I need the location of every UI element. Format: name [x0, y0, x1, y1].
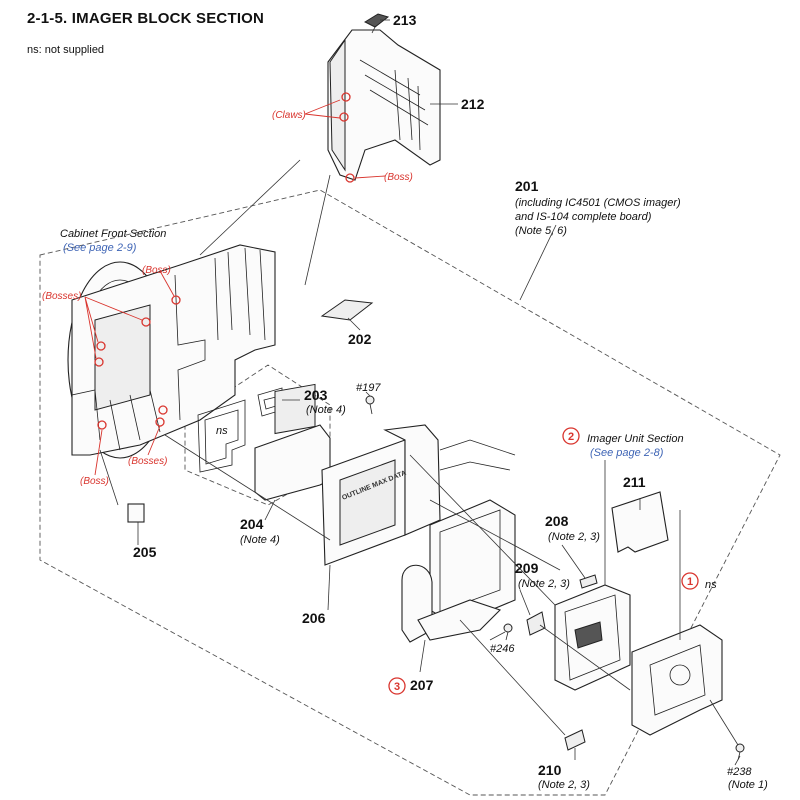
marker-3-circle [388, 677, 406, 695]
label-238-note: (Note 1) [728, 779, 768, 791]
legend-not-supplied: ns: not supplied [27, 44, 105, 56]
label-208: 208 [545, 513, 569, 529]
marker-2-text: 2 [568, 431, 574, 443]
label-209-note: (Note 2, 3) [518, 578, 570, 590]
cabinet-front-frame [67, 244, 276, 459]
part-206-sensor-board: OUTLINE MAX DATA [321, 424, 516, 566]
subassembly-boundary [184, 364, 331, 506]
label-210: 210 [538, 762, 562, 778]
screw-197 [365, 395, 375, 415]
part-205-square [127, 503, 145, 523]
callout-claws: (Claws) [272, 110, 306, 121]
marker-2-circle [562, 427, 580, 445]
label-212: 212 [461, 96, 485, 112]
label-208-note: (Note 2, 3) [548, 531, 600, 543]
label-206: 206 [302, 610, 326, 626]
label-211: 211 [623, 474, 646, 490]
ns-rear-bracket [631, 624, 723, 736]
leader-lines [99, 19, 741, 766]
label-ns-gasket: ns [216, 425, 228, 437]
assembly-boundary [39, 189, 781, 796]
label-213: 213 [393, 12, 417, 28]
label-imager-unit: Imager Unit Section [587, 433, 684, 445]
page-title: 2-1-5. IMAGER BLOCK SECTION [27, 10, 265, 27]
boss-callout-circles [84, 92, 386, 476]
label-202: 202 [348, 331, 372, 347]
callout-boss-top: (Boss) [384, 172, 413, 183]
part-210-bracket [564, 729, 586, 751]
label-210-note: (Note 2, 3) [538, 779, 590, 791]
label-197: #197 [356, 382, 381, 394]
marker-1-circle [681, 572, 699, 590]
label-207: 207 [410, 677, 434, 693]
ns-gasket [197, 399, 246, 473]
screw-246 [503, 623, 513, 641]
label-201-line3: (Note 5, 6) [515, 225, 567, 237]
marker-1-text: 1 [687, 576, 693, 588]
part-207-stage-frame [401, 499, 516, 643]
screw-238 [735, 743, 745, 761]
link-imager-unit[interactable]: (See page 2-8) [590, 447, 664, 459]
part-202-plate [320, 299, 374, 321]
label-203: 203 [304, 387, 328, 403]
label-246: #246 [490, 643, 515, 655]
marker-3-text: 3 [394, 681, 400, 693]
callout-boss-cabinet: (Boss) [142, 265, 171, 276]
label-238: #238 [727, 766, 752, 778]
label-201-line1: (including IC4501 (CMOS imager) [515, 197, 681, 209]
callout-boss-lower: (Boss) [80, 476, 109, 487]
part-209-bracket [526, 611, 546, 636]
part-213-clip [363, 13, 390, 34]
label-cabinet-front: Cabinet Front Section [60, 228, 166, 240]
label-205: 205 [133, 544, 157, 560]
part-212-rear-cover [327, 29, 441, 181]
imager-unit-board [554, 584, 631, 691]
label-204-note: (Note 4) [240, 534, 280, 546]
label-204: 204 [240, 516, 264, 532]
label-201-line2: and IS-104 complete board) [515, 211, 652, 223]
part-208-bracket [579, 574, 598, 589]
label-201: 201 [515, 178, 539, 194]
callout-bosses-lower: (Bosses) [128, 456, 167, 467]
label-ns-bracket: ns [705, 579, 717, 591]
label-209: 209 [515, 560, 539, 576]
label-203-note: (Note 4) [306, 404, 346, 416]
link-cabinet-front[interactable]: (See page 2-9) [63, 242, 137, 254]
part-211-sheet [611, 491, 669, 553]
callout-bosses-upper: (Bosses) [42, 291, 81, 302]
